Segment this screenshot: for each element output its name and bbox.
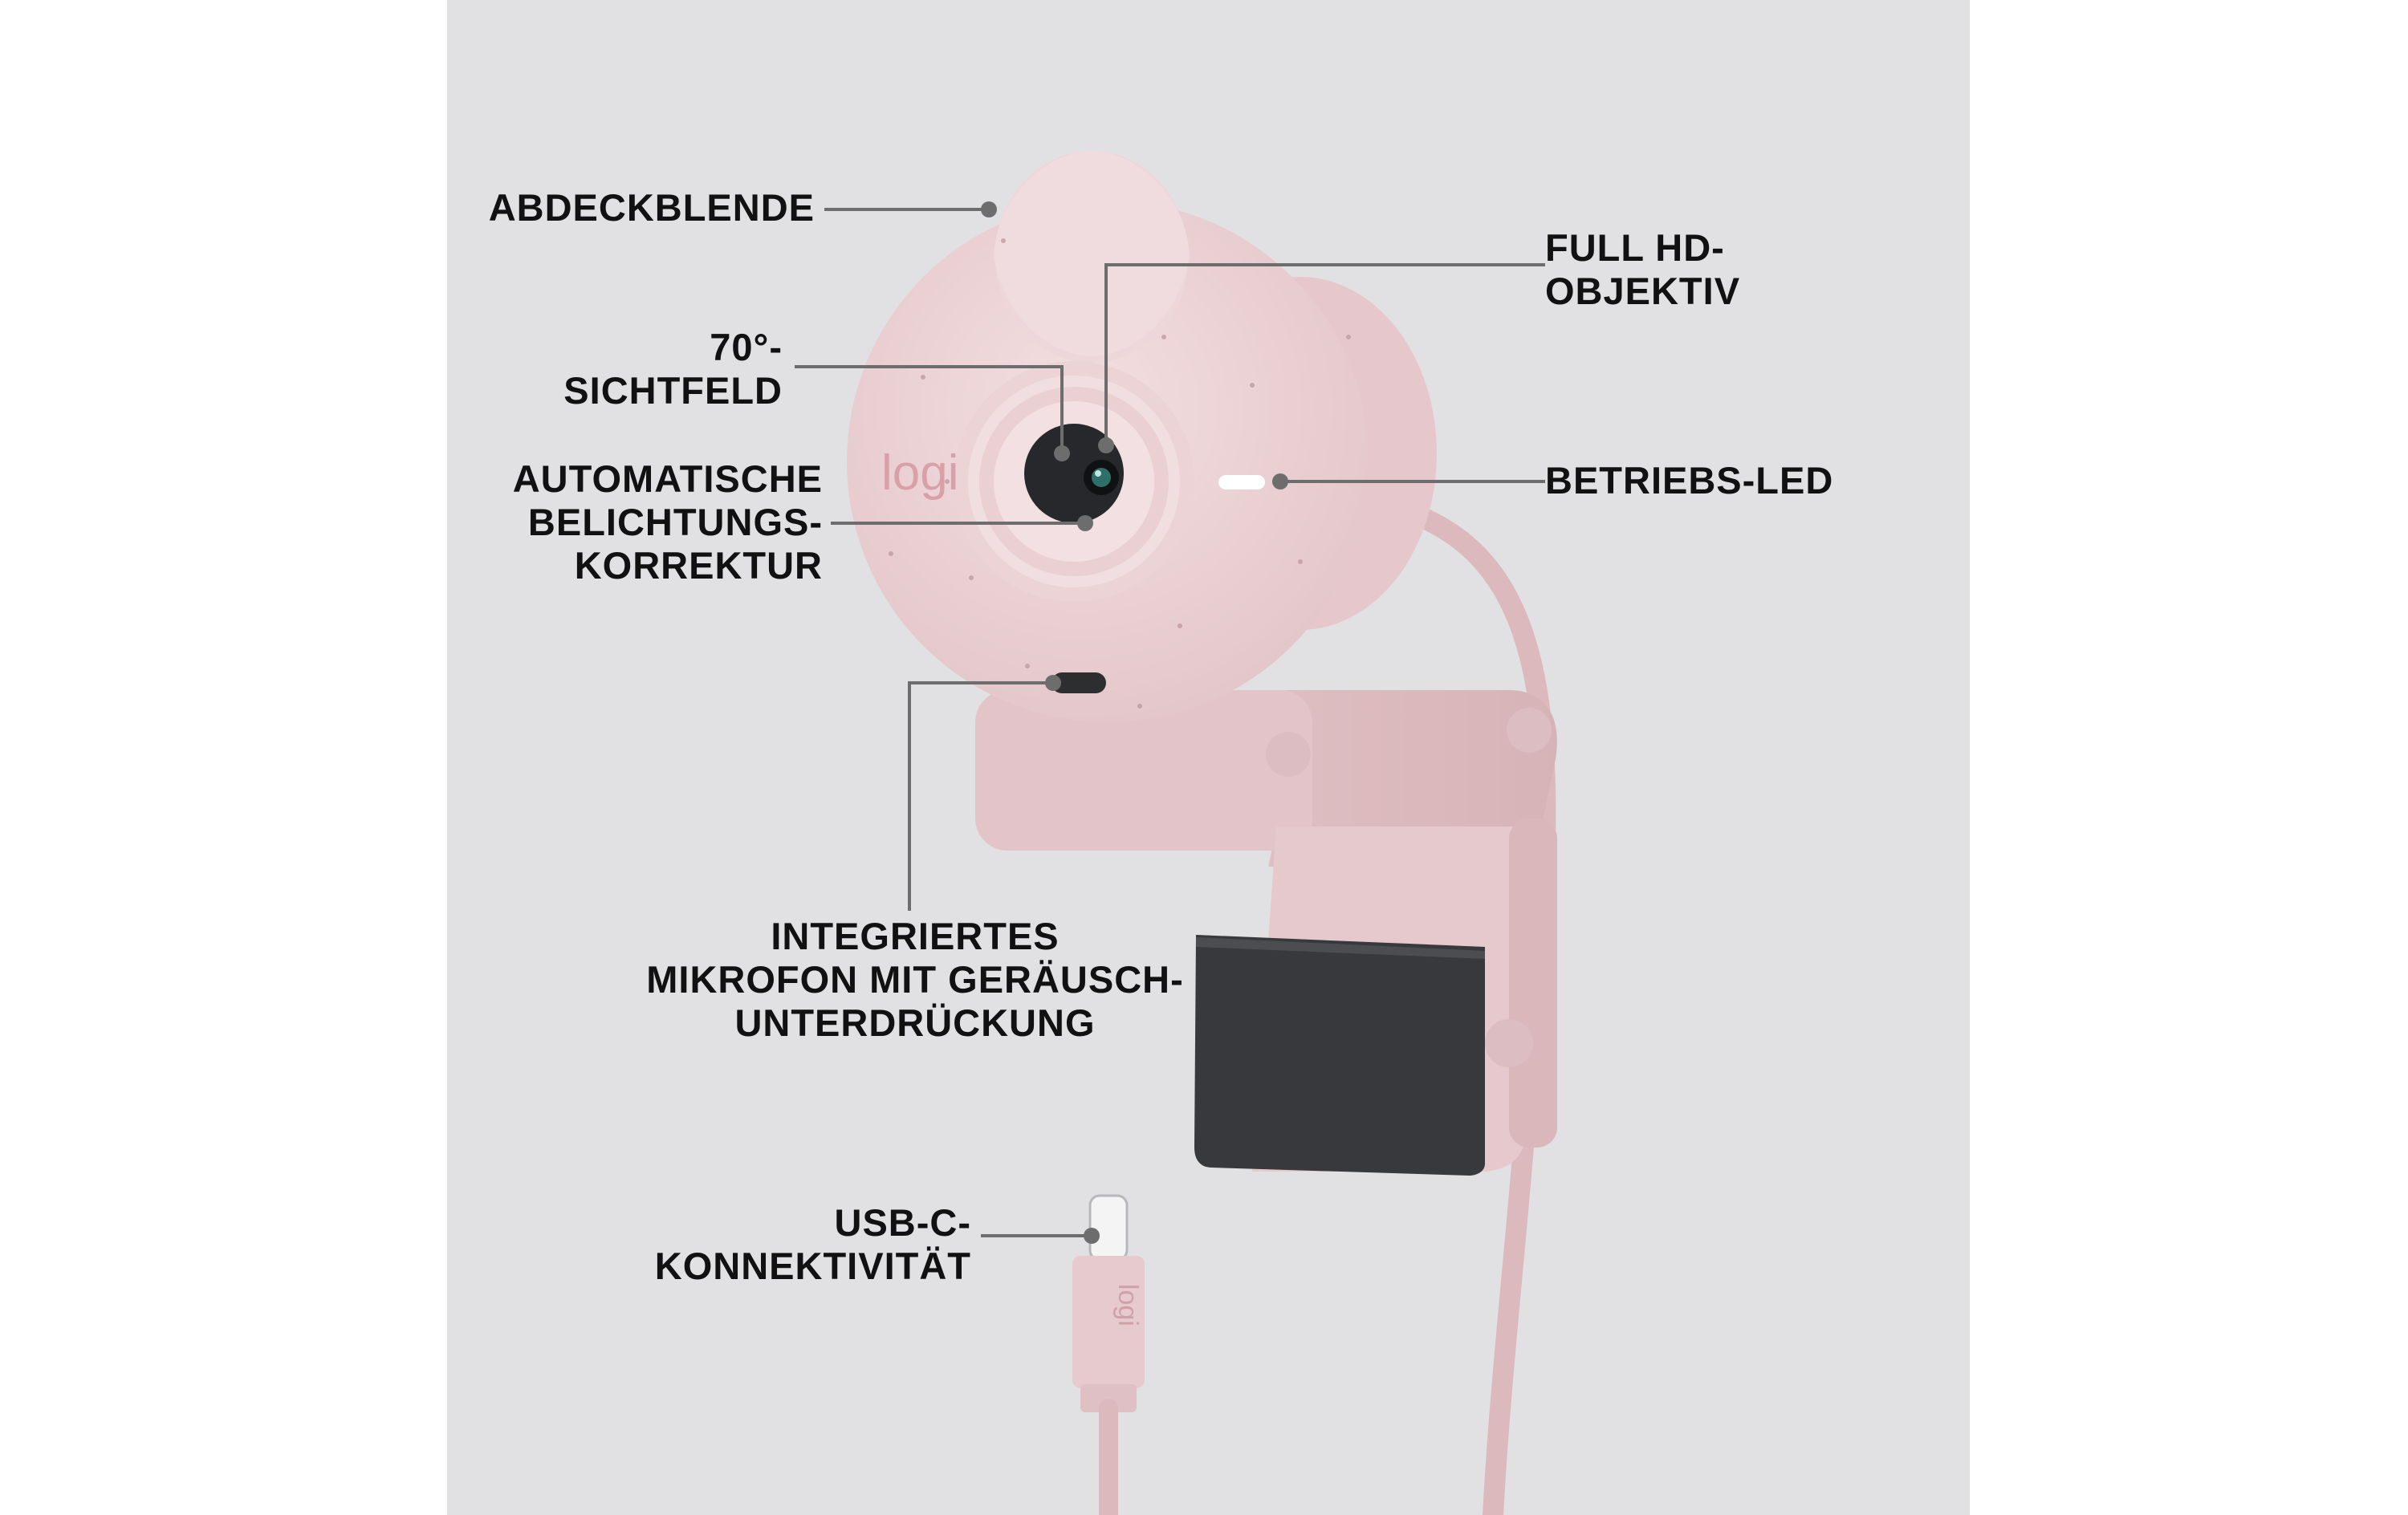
plug-logo: logi <box>1112 1284 1143 1326</box>
label-line: ABDECKBLENDE <box>488 186 815 229</box>
callout-dots <box>981 201 1288 1244</box>
mount-clip <box>975 690 1557 1176</box>
label-auto-exposure: AUTOMATISCHE BELICHTUNGS- KORREKTUR <box>513 457 823 587</box>
label-line: MIKROFON MIT GERÄUSCH- <box>646 958 1184 1001</box>
label-line: BELICHTUNGS- <box>527 501 823 543</box>
label-line: BETRIEBS-LED <box>1545 459 1834 502</box>
label-privacy-shutter: ABDECKBLENDE <box>489 186 815 229</box>
label-line: KORREKTUR <box>574 544 823 587</box>
label-usb-c: USB-C- KONNEKTIVITÄT <box>655 1201 971 1288</box>
led-light <box>1218 475 1265 489</box>
label-power-led: BETRIEBS-LED <box>1545 459 1833 502</box>
callout-lines <box>795 208 1545 1237</box>
label-microphone: INTEGRIERTES MIKROFON MIT GERÄUSCH- UNTE… <box>610 915 1220 1045</box>
label-field-of-view: 70°- SICHTFELD <box>563 326 783 412</box>
label-line: UNTERDRÜCKUNG <box>734 1001 1096 1044</box>
microphone-slot <box>1051 672 1106 693</box>
label-line: 70°- <box>710 326 783 368</box>
label-line: INTEGRIERTES <box>771 915 1060 957</box>
label-line: OBJEKTIV <box>1545 270 1741 312</box>
label-line: KONNEKTIVITÄT <box>654 1245 971 1287</box>
label-line: USB-C- <box>834 1201 971 1244</box>
label-line: AUTOMATISCHE <box>512 457 823 500</box>
usb-c-plug <box>1072 1194 1145 1515</box>
clip-pad <box>1194 935 1485 1176</box>
label-line: SICHTFELD <box>563 369 783 412</box>
label-line: FULL HD- <box>1545 226 1725 269</box>
camera-body <box>847 151 1369 722</box>
label-full-hd-lens: FULL HD- OBJEKTIV <box>1545 226 1740 313</box>
camera-logo: logi <box>881 445 959 501</box>
